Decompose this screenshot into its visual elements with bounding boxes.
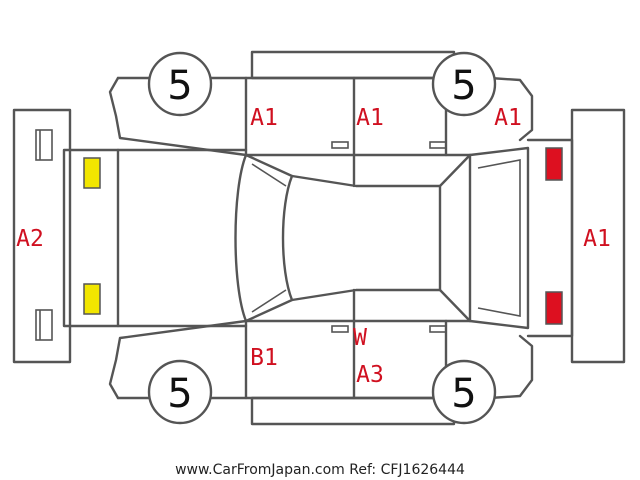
tire-rear-left: 5 (431, 51, 497, 117)
code-front-bumper: A2 (16, 226, 44, 252)
rear-taillight-top (545, 147, 563, 181)
tire-front-left-grade: 5 (167, 63, 192, 109)
tire-rear-right: 5 (431, 359, 497, 425)
body-top-view (62, 138, 574, 338)
code-rear-door-w: W (353, 325, 367, 351)
footer-reference: www.CarFromJapan.com Ref: CFJ1626444 (175, 462, 465, 478)
front-headlight-top (83, 157, 101, 189)
code-front-left-door: A1 (250, 105, 278, 131)
tire-rear-left-grade: 5 (451, 63, 476, 109)
code-rear-quarter: A1 (494, 105, 522, 131)
roof-side-bottom (250, 396, 456, 426)
tire-front-right-grade: 5 (167, 371, 192, 417)
code-front-fender-bottom: B1 (250, 345, 278, 371)
front-bumper (12, 108, 72, 364)
front-headlight-bottom (83, 283, 101, 315)
code-rear-door-a3: A3 (356, 362, 384, 388)
tire-front-right: 5 (147, 359, 213, 425)
roof-side-top (250, 50, 456, 80)
tire-front-left: 5 (147, 51, 213, 117)
rear-taillight-bottom (545, 291, 563, 325)
right-side-profile (108, 288, 534, 400)
code-rear-left-door: A1 (356, 105, 384, 131)
code-rear-bumper: A1 (583, 226, 611, 252)
tire-rear-right-grade: 5 (451, 371, 476, 417)
